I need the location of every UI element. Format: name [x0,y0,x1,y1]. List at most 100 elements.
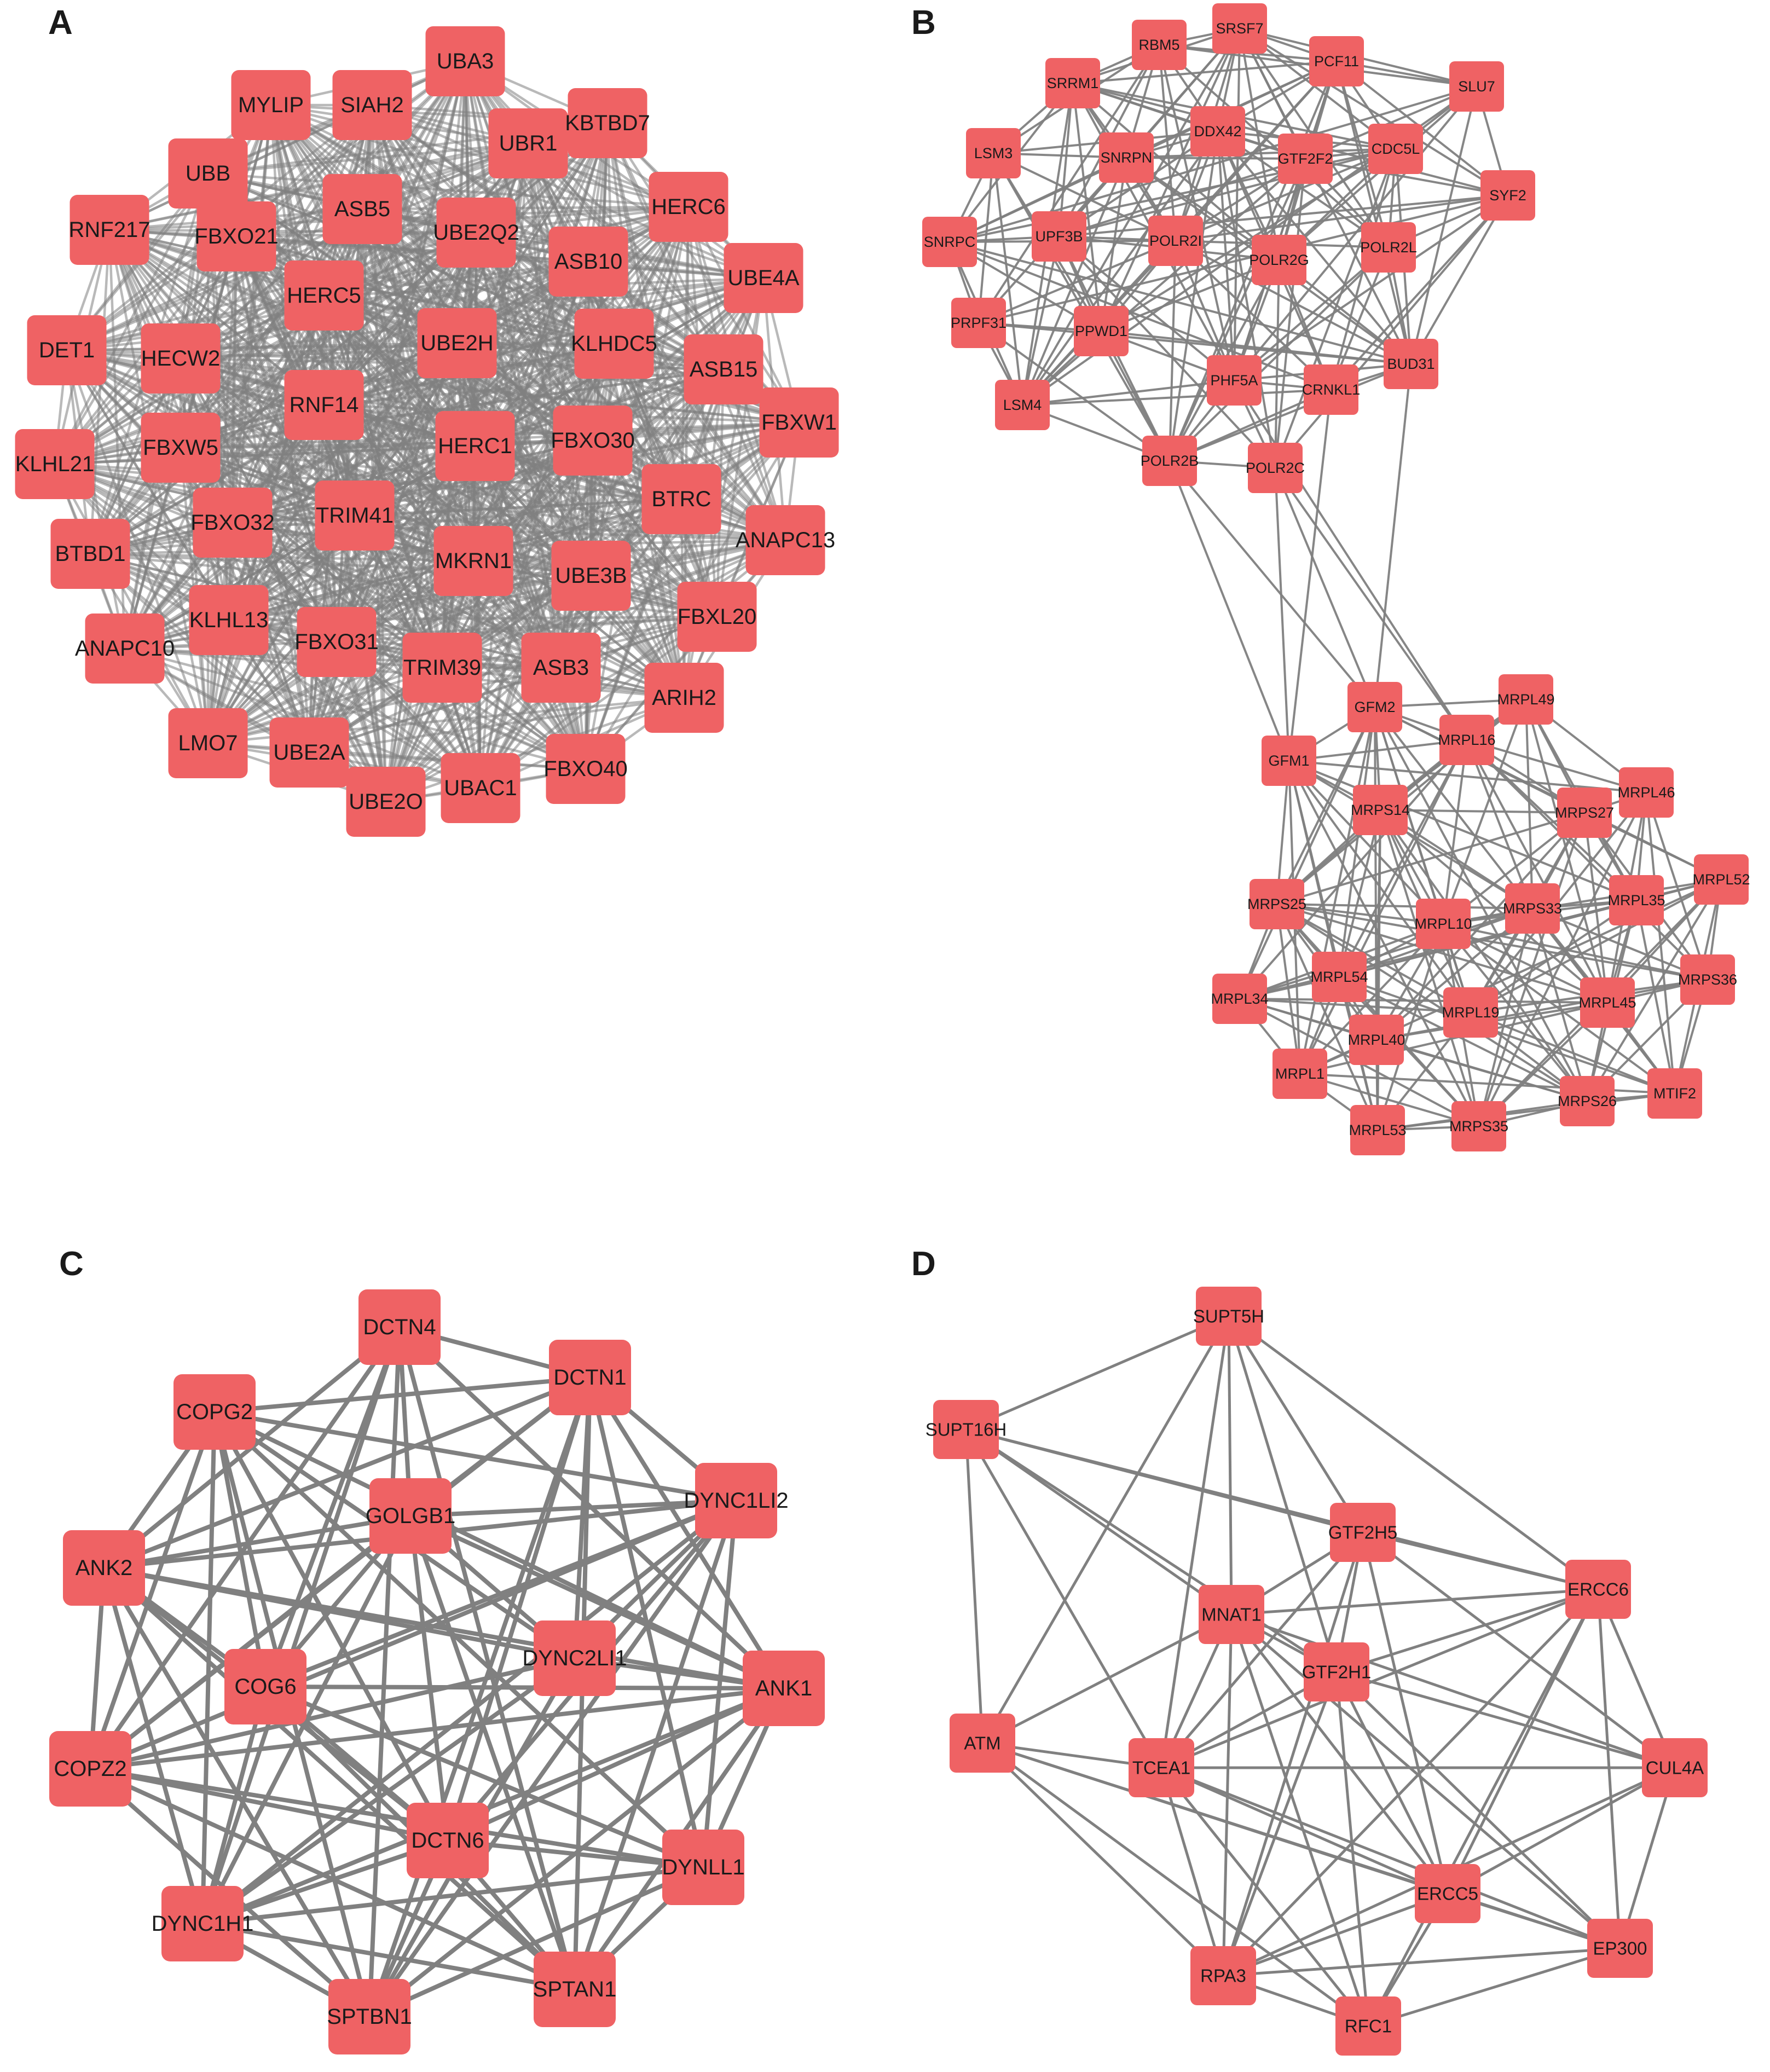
edge [1233,28,1241,381]
edge [1222,1588,1599,1977]
node-mrps26: MRPS26 [1558,1076,1617,1126]
node-label: POLR2G [1249,252,1309,268]
node-label: MRPL19 [1442,1004,1499,1021]
edge [591,440,686,698]
edge [965,1428,1338,1674]
node-gtf2h1: GTF2H1 [1302,1642,1371,1701]
panel-a-nodes: UBA3SIAH2MYLIPUBR1KBTBD7UBBASB5UBE2Q2HER… [15,26,839,837]
node-box [1619,767,1674,818]
node-box [441,753,520,823]
node-box [284,261,364,331]
node-det1: DET1 [27,315,107,385]
edge [207,172,689,209]
edge [214,1410,737,1503]
node-box [161,1886,244,1961]
node-gtf2h5: GTF2H5 [1328,1503,1397,1562]
node-label: KLHL13 [189,608,269,632]
edge [1175,194,1508,242]
node-ube2h: UBE2H [417,308,497,378]
edge [1339,976,1675,1095]
edge [1376,923,1444,1131]
node-snrpc: SNRPC [922,217,977,267]
edge [1217,131,1276,468]
node-box [1642,1738,1708,1797]
node-box [141,413,221,483]
node-label: BUD31 [1387,356,1434,372]
node-box [1565,1560,1631,1619]
node-label: ASB10 [554,250,623,274]
node-label: SNRPN [1101,149,1153,166]
node-box [1480,170,1535,221]
edge [1362,1531,1676,1769]
node-label: MRPL40 [1347,1032,1405,1048]
node-box [402,633,482,703]
node-box [1609,875,1664,925]
node-box [1353,785,1408,835]
edge [1058,158,1306,238]
node-label: FBXO31 [294,630,378,654]
edge [336,640,685,699]
edge [408,1515,577,1990]
node-mrpl34: MRPL34 [1211,974,1269,1024]
node-label: LMO7 [178,731,238,755]
node-mrps33: MRPS33 [1503,883,1562,934]
node-label: DCTN4 [363,1315,436,1339]
node-label: MRPL10 [1414,916,1472,932]
edge [1058,83,1074,237]
edge [207,142,529,175]
edge [1410,86,1478,364]
edge [201,1498,738,1926]
node-label: MRPS36 [1678,971,1737,988]
edge [180,342,615,360]
node-label: GFM2 [1354,699,1395,715]
node-label: FBXO21 [194,224,278,248]
node-syf2: SYF2 [1480,170,1535,221]
edge [1227,1316,1338,1672]
node-label: MNAT1 [1201,1605,1261,1625]
node-label: MRPL53 [1349,1122,1406,1138]
edge [1305,158,1508,196]
edge [1442,923,1676,1095]
node-label: SRSF7 [1216,20,1263,37]
edge [1288,760,1480,1127]
node-srsf7: SRSF7 [1212,3,1267,54]
edge [1022,389,1332,406]
node-box [1443,987,1498,1038]
edge [1175,240,1332,391]
node-mtif2: MTIF2 [1647,1068,1702,1119]
edge [1160,1766,1449,1895]
node-box [1505,883,1560,934]
node-label: DDX42 [1194,123,1241,140]
node-label: FBXO40 [543,757,627,781]
node-label: MKRN1 [435,549,512,573]
node-label: UBR1 [499,131,558,155]
node-label: ANK2 [76,1556,133,1580]
node-box [1148,216,1203,266]
edge [1169,363,1412,462]
node-box [574,309,654,379]
node-supt5h: SUPT5H [1193,1287,1264,1346]
node-mrps36: MRPS36 [1678,954,1737,1005]
node-label: DET1 [39,338,95,362]
node-label: ANK1 [755,1676,813,1700]
node-label: SIAH2 [340,93,404,117]
edge [1169,131,1219,461]
node-fbxl20: FBXL20 [677,582,757,652]
node-mrpl54: MRPL54 [1310,952,1368,1002]
edge [354,497,682,517]
edge [212,1411,450,1842]
edge [1233,379,1468,741]
node-cdc5l: CDC5L [1368,124,1423,174]
node-box [435,411,515,481]
edge [1339,976,1588,1102]
edge [66,294,325,352]
edge [1276,903,1608,1004]
node-label: COPZ2 [54,1757,126,1781]
edge [1169,158,1306,461]
node-label: ATM [964,1733,1000,1753]
edge [1274,467,1468,741]
node-mrpl10: MRPL10 [1414,899,1472,949]
node-box [695,1463,777,1538]
node-label: RNF217 [69,218,151,242]
